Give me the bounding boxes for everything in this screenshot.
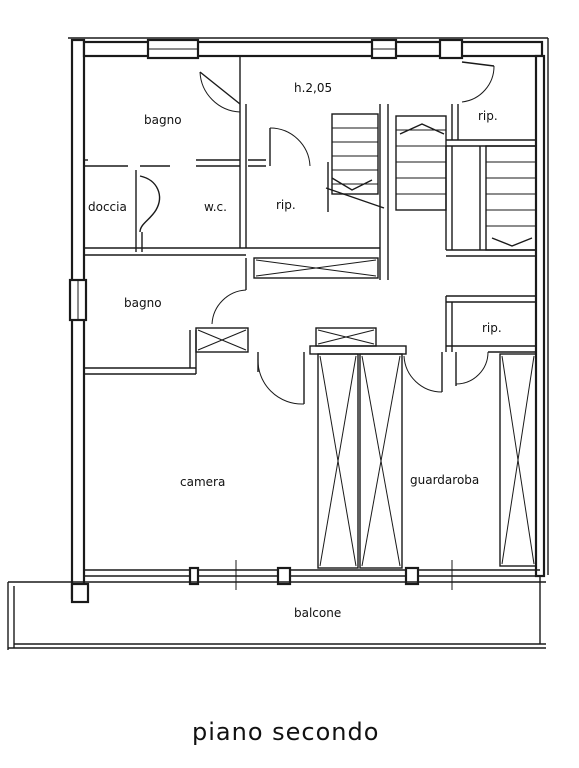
label-doccia: doccia (88, 200, 127, 214)
wardrobes (309, 345, 537, 569)
wardrobe-top-closet (315, 327, 377, 347)
label-rip-center: rip. (276, 198, 296, 212)
label-wc: w.c. (204, 200, 227, 214)
staircase-right (479, 145, 537, 251)
west-window (68, 278, 88, 322)
plan-title: piano secondo (192, 718, 379, 746)
label-camera: camera (180, 475, 225, 489)
label-rip-top-right: rip. (478, 109, 498, 123)
label-rip-mid-right: rip. (482, 321, 502, 335)
label-bagno-top: bagno (144, 113, 182, 127)
label-balcone: balcone (294, 606, 341, 620)
bagno-closet (195, 327, 249, 353)
north-windows (146, 38, 464, 60)
room-labels: h.2,05 bagno rip. doccia w.c. rip. bagno… (88, 81, 502, 620)
outer-walls (68, 37, 549, 600)
staircase-left (325, 113, 385, 212)
south-wall (70, 560, 540, 604)
east-wall (534, 54, 546, 578)
staircase-center (395, 115, 447, 211)
label-bagno-mid: bagno (124, 296, 162, 310)
balcony (7, 576, 546, 650)
corridor-closet (253, 257, 379, 279)
height-note: h.2,05 (294, 81, 332, 95)
door-swings (139, 61, 495, 405)
label-guardaroba: guardaroba (410, 473, 479, 487)
